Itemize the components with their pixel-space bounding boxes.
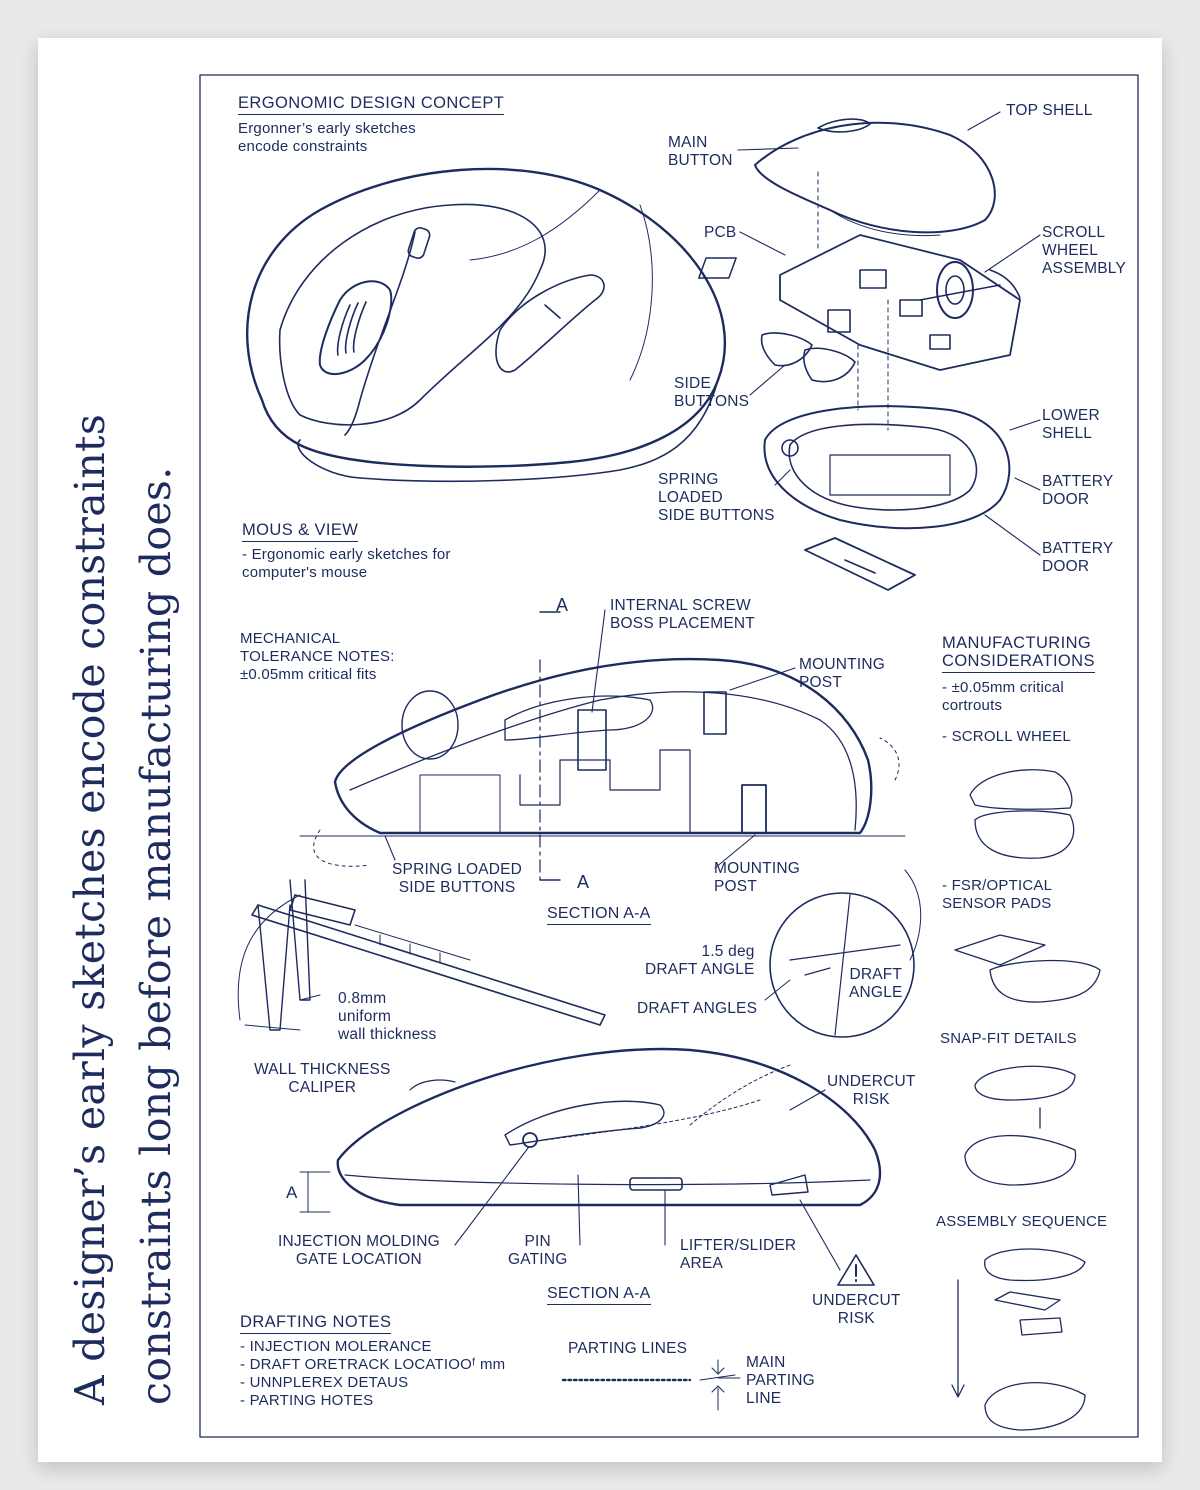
side-view-mouse bbox=[299, 1047, 882, 1213]
manufacturing-item-1: - ±0.05mm critical cortrouts bbox=[942, 679, 1064, 714]
label-main-button: MAIN BUTTON bbox=[668, 134, 733, 169]
label-caliper: WALL THICKNESS CALIPER bbox=[254, 1061, 391, 1096]
draft-angle-detail bbox=[769, 892, 915, 1038]
section-a-a-title-2: SECTION A-A bbox=[547, 1285, 651, 1305]
label-pin-gating: PIN GATING bbox=[508, 1233, 568, 1268]
label-main-parting-line: MAIN PARTING LINE bbox=[746, 1354, 815, 1407]
heading-manufacturing: MANUFACTURING CONSIDERATIONS bbox=[942, 634, 1095, 673]
exploded-view bbox=[697, 118, 1021, 591]
label-spring-loaded-section: SPRING LOADED SIDE BUTTONS bbox=[392, 861, 523, 896]
label-section-a-bottom: A bbox=[577, 872, 590, 892]
label-undercut-risk-2: UNDERCUT RISK bbox=[812, 1292, 901, 1327]
label-parting-lines: PARTING LINES bbox=[568, 1340, 688, 1357]
manufacturing-item-4: SNAP-FIT DETAILS bbox=[940, 1030, 1077, 1047]
label-draft-angle: DRAFT ANGLE bbox=[849, 966, 903, 1001]
label-pcb: PCB bbox=[704, 224, 737, 241]
section-a-a-title-1: SECTION A-A bbox=[547, 905, 651, 925]
manufacturing-item-3: - FSR/OPTICAL SENSOR PADS bbox=[942, 877, 1053, 912]
label-scroll-wheel-assembly: SCROLL WHEEL ASSEMBLY bbox=[1042, 224, 1127, 277]
leader-lines bbox=[384, 111, 1041, 1271]
heading-drafting-notes: DRAFTING NOTES bbox=[240, 1313, 392, 1334]
label-undercut-risk-1: UNDERCUT RISK bbox=[827, 1073, 916, 1108]
caliper-illustration bbox=[237, 879, 606, 1031]
label-mounting-post-1: MOUNTING POST bbox=[799, 656, 885, 691]
label-spring-loaded: SPRING LOADED SIDE BUTTONS bbox=[658, 471, 775, 524]
heading-mouse-view: MOUS & VIEW bbox=[242, 521, 359, 542]
label-lifter-slider: LIFTER/SLIDER AREA bbox=[680, 1237, 797, 1272]
label-screw-boss: INTERNAL SCREW BOSS PLACEMENT bbox=[610, 597, 755, 632]
mouse-perspective-view bbox=[245, 167, 727, 483]
tolerance-notes: MECHANICAL TOLERANCE NOTES: ±0.05mm crit… bbox=[240, 630, 395, 683]
warning-icon bbox=[837, 1254, 875, 1286]
drafting-notes-list: - INJECTION MOLERANCE - DRAFT ORETRACK L… bbox=[240, 1338, 506, 1409]
label-draft-angles: DRAFT ANGLES bbox=[637, 1000, 758, 1017]
mouse-view-subtext: - Ergonomic early sketches for computer'… bbox=[242, 546, 451, 581]
heading-subtext: Ergonner’s early sketches encode constra… bbox=[238, 120, 416, 155]
border-frame bbox=[199, 74, 1139, 1438]
label-top-shell: TOP SHELL bbox=[1006, 102, 1093, 119]
heading-ergonomic-design: ERGONOMIC DESIGN CONCEPT bbox=[238, 94, 505, 115]
drawing-sheet bbox=[38, 38, 1162, 1462]
section-cutaway bbox=[299, 611, 906, 881]
label-battery-door-1: BATTERY DOOR bbox=[1042, 473, 1114, 508]
label-side-buttons: SIDE BUTTONS bbox=[674, 375, 750, 410]
label-section-a-top: A bbox=[556, 595, 569, 615]
label-gate-location: INJECTION MOLDING GATE LOCATION bbox=[278, 1233, 440, 1268]
manufacturing-item-2: - SCROLL WHEEL bbox=[942, 728, 1071, 745]
label-wall-thickness: 0.8mm uniform wall thickness bbox=[338, 990, 437, 1043]
label-battery-door-2: BATTERY DOOR bbox=[1042, 540, 1114, 575]
label-dimension-a: A bbox=[286, 1183, 298, 1202]
label-lower-shell: LOWER SHELL bbox=[1042, 407, 1100, 442]
manufacturing-sketches bbox=[951, 769, 1101, 1431]
manufacturing-item-5: ASSEMBLY SEQUENCE bbox=[936, 1213, 1108, 1230]
label-draft-deg: 1.5 deg DRAFT ANGLE bbox=[645, 943, 755, 978]
label-mounting-post-2: MOUNTING POST bbox=[714, 860, 800, 895]
